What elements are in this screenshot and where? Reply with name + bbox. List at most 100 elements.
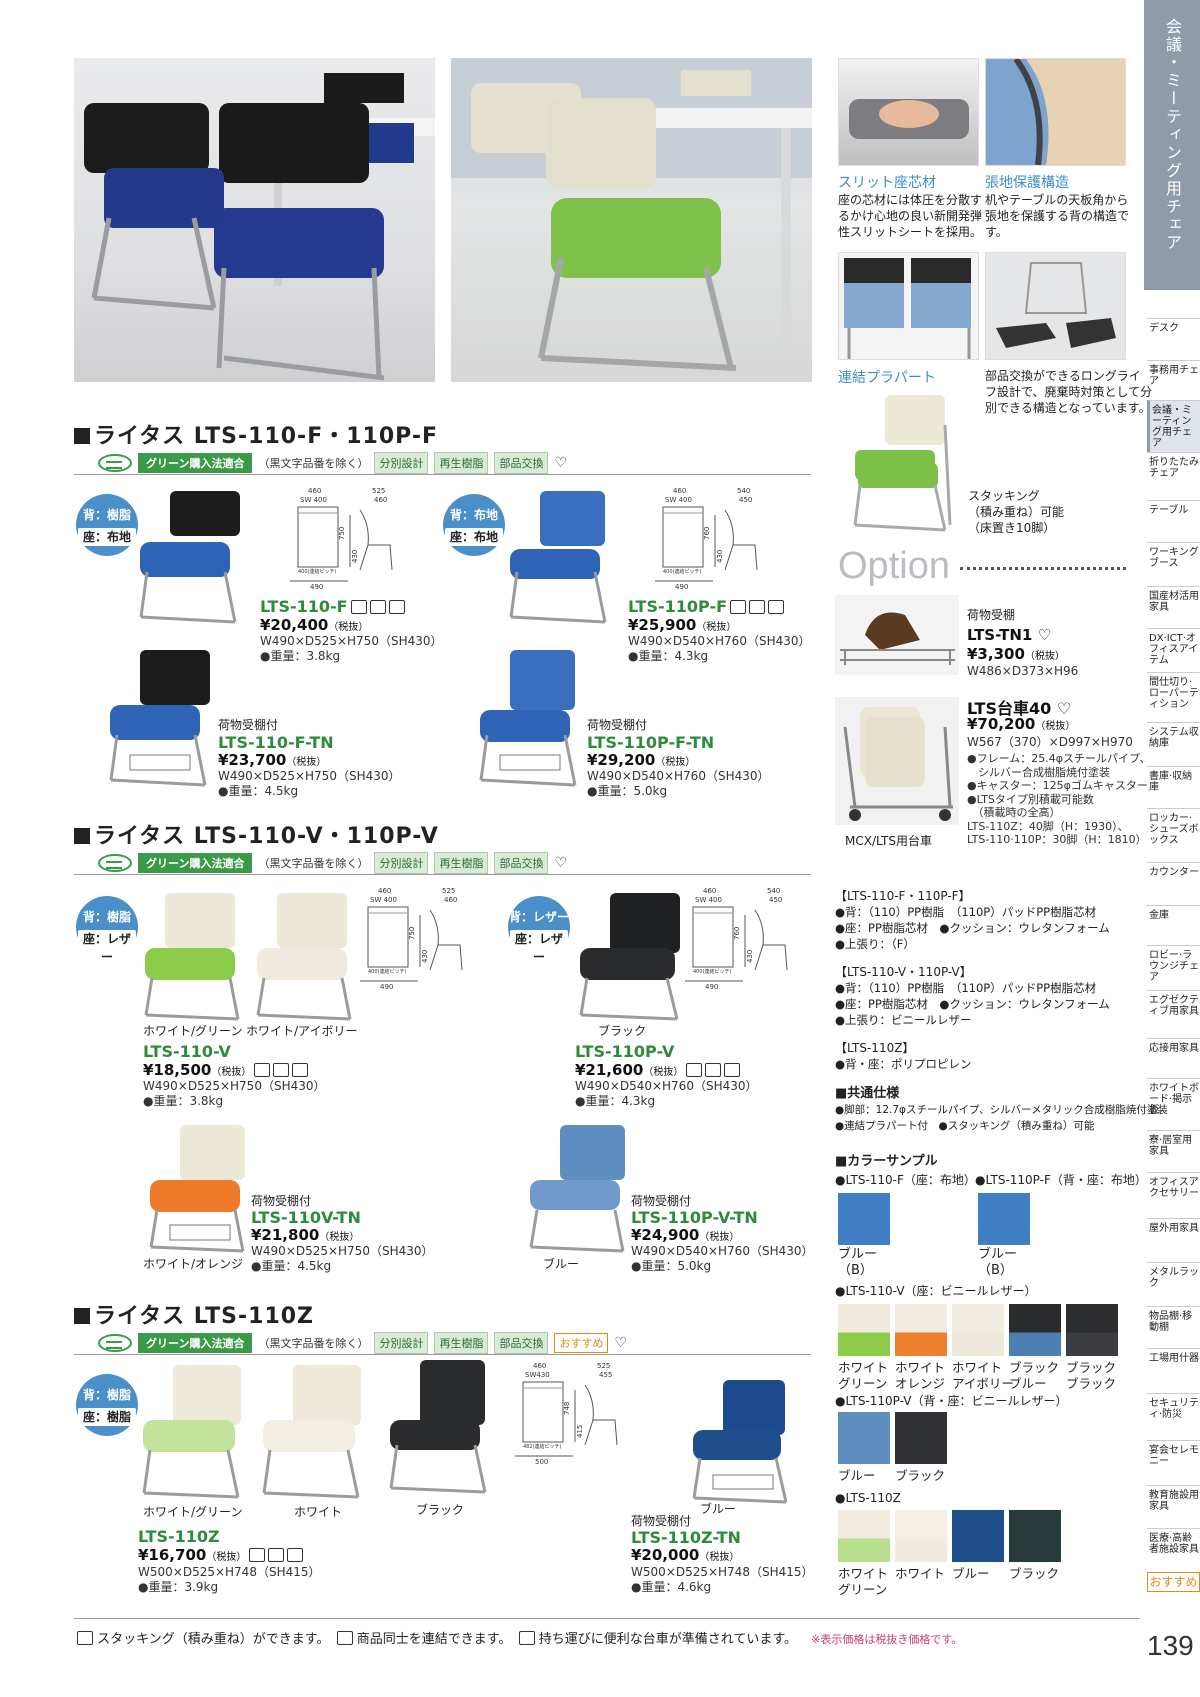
sub-lts110v-tn: 荷物受棚付: [251, 1194, 312, 1208]
link-part-photo: [838, 252, 979, 360]
color-pf-title: ●LTS-110P-F（背・座：布地）: [975, 1173, 1147, 1187]
cover-protect-text: 机やテーブルの天板角から張地を保護する背の構造です。: [985, 193, 1130, 239]
dim-label-5: 415: [576, 1425, 584, 1438]
dim-label-5: 430: [421, 950, 429, 963]
material-badge-1a: 背：樹脂座：布地: [76, 494, 138, 556]
sidebar-tab-5[interactable]: ワーキングブース: [1147, 542, 1200, 586]
sidebar-tab-21[interactable]: メタルラック: [1147, 1262, 1200, 1306]
sidebar-tab-6[interactable]: 国産材活用家具: [1147, 586, 1200, 628]
heart-icon: ♡: [554, 855, 568, 871]
sidebar-tab-17[interactable]: ホワイトボード·掲示板: [1147, 1078, 1200, 1130]
z_sw-swatch-0: [838, 1510, 890, 1562]
size-lts110v: W490×D525×H750（SH430）: [143, 1079, 326, 1093]
dim-label-6: 490: [380, 983, 393, 990]
cart-caption: MCX/LTS用台車: [845, 834, 932, 848]
luggage-rack-photo: [835, 595, 959, 675]
weight-lts110v: ●重量：3.8kg: [143, 1094, 224, 1108]
common-spec-head: ■共通仕様: [835, 1086, 900, 1101]
v_sw-swatch-3: [1009, 1304, 1061, 1356]
sidebar-tab-2[interactable]: 会議・ミーティング用チェア: [1147, 400, 1200, 452]
price-lts110f: ¥20,400（税抜）: [260, 616, 369, 634]
section3-rule: [74, 1354, 811, 1355]
sidebar-tab-10[interactable]: 書庫·収納庫: [1147, 766, 1200, 808]
sidebar-tab-20[interactable]: 屋外用家具: [1147, 1218, 1200, 1262]
sidebar-tab-23[interactable]: 工場用什器: [1147, 1348, 1200, 1393]
sidebar-tab-3[interactable]: 折りたたみチェア: [1147, 452, 1200, 500]
swatch-f-blue: [838, 1193, 890, 1245]
dim-label-2: 525: [372, 487, 385, 495]
sidebar-tab-27[interactable]: 医療·高齢者施設家具: [1147, 1528, 1200, 1568]
sidebar-tab-22[interactable]: 物品棚·移動棚: [1147, 1306, 1200, 1348]
weight-lts110f-tn: ●重量：4.5kg: [218, 784, 299, 798]
green-mark-icon: [98, 854, 132, 872]
parts-exploded-photo: [985, 252, 1126, 360]
option-heading: Option: [838, 545, 950, 587]
sidebar-tab-18[interactable]: 寮·居室用家具: [1147, 1130, 1200, 1172]
price-lts110f-tn: ¥23,700（税抜）: [218, 751, 327, 769]
sidebar-tab-11[interactable]: ロッカー·シューズボックス: [1147, 808, 1200, 862]
caption-black: ブラック: [598, 1024, 647, 1038]
section3-title: ライタス LTS-110Z: [74, 1298, 314, 1330]
section1-title: ライタス LTS-110-F・110P-F: [74, 418, 438, 450]
cart-icon: [518, 1631, 535, 1645]
caption-z-white-green: ホワイト/グリーン: [143, 1505, 243, 1519]
weight-lts110pv-tn: ●重量：5.0kg: [631, 1259, 712, 1273]
sidebar-tab-9[interactable]: システム収納庫: [1147, 722, 1200, 766]
hero-photo-left: [74, 58, 435, 382]
sidebar-tab-16[interactable]: 応接用家具: [1147, 1038, 1200, 1078]
stacking-photo: [850, 395, 965, 535]
price-lts110pv-tn: ¥24,900（税抜）: [631, 1226, 740, 1244]
price-lts110pf-tn: ¥29,200（税抜）: [587, 751, 696, 769]
sidebar-tab-19[interactable]: オフィスアクセサリー: [1147, 1172, 1200, 1218]
price-lts110z: ¥16,700（税抜）: [138, 1546, 304, 1564]
price-lts110pv: ¥21,600（税抜）: [575, 1061, 741, 1079]
size-lts110pv-tn: W490×D540×H760（SH430）: [631, 1244, 814, 1258]
dim-label-3: 460: [444, 896, 457, 904]
size-lts110z-tn: W500×D525×H748（SH415）: [631, 1565, 814, 1579]
weight-lts110z-tn: ●重量：4.6kg: [631, 1580, 712, 1594]
chair-lts110v-tn: [149, 1125, 245, 1253]
section2-title: ライタス LTS-110-V・110P-V: [74, 818, 439, 850]
dim-label-2: 540: [767, 887, 780, 895]
dim-label-0: 460: [703, 887, 716, 895]
dim-label-1: SW430: [525, 1371, 550, 1379]
material-badge-3: 背：樹脂座：樹脂: [76, 1374, 138, 1436]
chair-lts110pv-black: [579, 893, 680, 1021]
recommend-tab[interactable]: おすすめ: [1147, 1572, 1200, 1592]
weight-lts110pv: ●重量：4.3kg: [575, 1094, 656, 1108]
dim-label-5: 430: [716, 550, 724, 563]
color-f-title: ●LTS-110-F（座：布地）: [835, 1173, 976, 1187]
sidebar-tab-4[interactable]: テーブル: [1147, 500, 1200, 542]
sidebar-tab-13[interactable]: 金庫: [1147, 905, 1200, 945]
category-tab[interactable]: 会議・ミーティング用チェア: [1144, 0, 1200, 290]
sidebar-tab-1[interactable]: 事務用チェア: [1147, 360, 1200, 400]
sidebar-tab-15[interactable]: エグゼクティブ用家具: [1147, 990, 1200, 1038]
cover-protect-photo: [985, 57, 1126, 166]
sidebar-tab-24[interactable]: セキュリティ·防災: [1147, 1393, 1200, 1440]
dim-label-1: SW 400: [695, 896, 722, 904]
chair-lts110f: [139, 491, 240, 624]
stacking-icon: [77, 1631, 93, 1645]
dim-label-0: 460: [378, 887, 391, 895]
footer-rule: [74, 1618, 1140, 1619]
z_sw-swatch-3: [1009, 1510, 1061, 1562]
color-v-title: ●LTS-110-V（座：ビニールレザー）: [835, 1284, 1037, 1298]
hero-photo-right: [451, 58, 812, 382]
sidebar-tab-25[interactable]: 宴会セレモニー: [1147, 1440, 1200, 1485]
cart-size: W567（370）×D997×H970: [967, 735, 1133, 749]
sidebar-tab-14[interactable]: ロビー·ラウンジチェア: [1147, 945, 1200, 990]
sidebar-tab-7[interactable]: DX·ICT·オフィスアイテム: [1147, 628, 1200, 672]
sidebar-tab-12[interactable]: カウンター: [1147, 862, 1200, 905]
color-z-title: ●LTS-110Z: [835, 1491, 901, 1505]
sidebar-tab-26[interactable]: 教育施設用家具: [1147, 1485, 1200, 1528]
sidebar-tab-8[interactable]: 間仕切り·ローパーティション: [1147, 672, 1200, 722]
v_sw-swatch-label-4: ブラック ブラック: [1066, 1360, 1117, 1391]
sidebar-tab-0[interactable]: デスク: [1147, 318, 1200, 360]
link-part-title: 連結プラパート: [838, 370, 936, 386]
caption-z-blue: ブルー: [700, 1502, 737, 1516]
